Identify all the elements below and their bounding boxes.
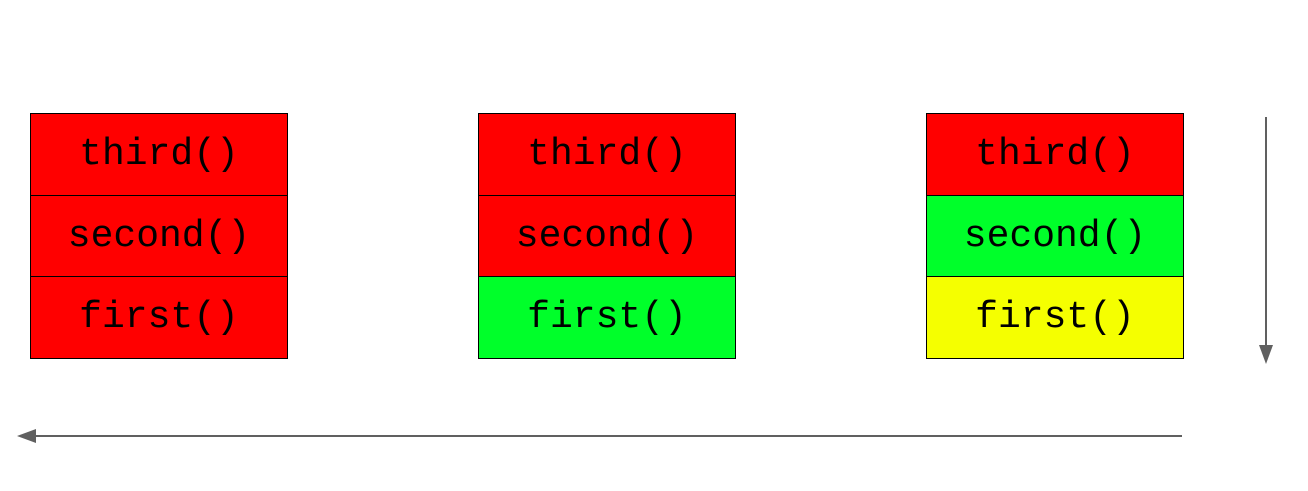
- stack-frame-second: second(): [479, 194, 735, 277]
- stack-frame-third: third(): [479, 114, 735, 195]
- stack-frame-first: first(): [479, 276, 735, 359]
- call-stack-3: third() second() first(): [926, 113, 1184, 359]
- stack-frame-first: first(): [927, 276, 1183, 359]
- stack-frame-third: third(): [927, 114, 1183, 195]
- arrow-down-head: [1259, 345, 1273, 364]
- stack-frame-second: second(): [31, 194, 287, 277]
- stack-frame-first: first(): [31, 276, 287, 359]
- stack-frame-third: third(): [31, 114, 287, 195]
- call-stack-2: third() second() first(): [478, 113, 736, 359]
- call-stack-1: third() second() first(): [30, 113, 288, 359]
- arrow-down-icon: [1259, 117, 1273, 364]
- arrow-left-icon: [17, 429, 1182, 443]
- stack-frame-second: second(): [927, 194, 1183, 277]
- arrow-left-head: [17, 429, 36, 443]
